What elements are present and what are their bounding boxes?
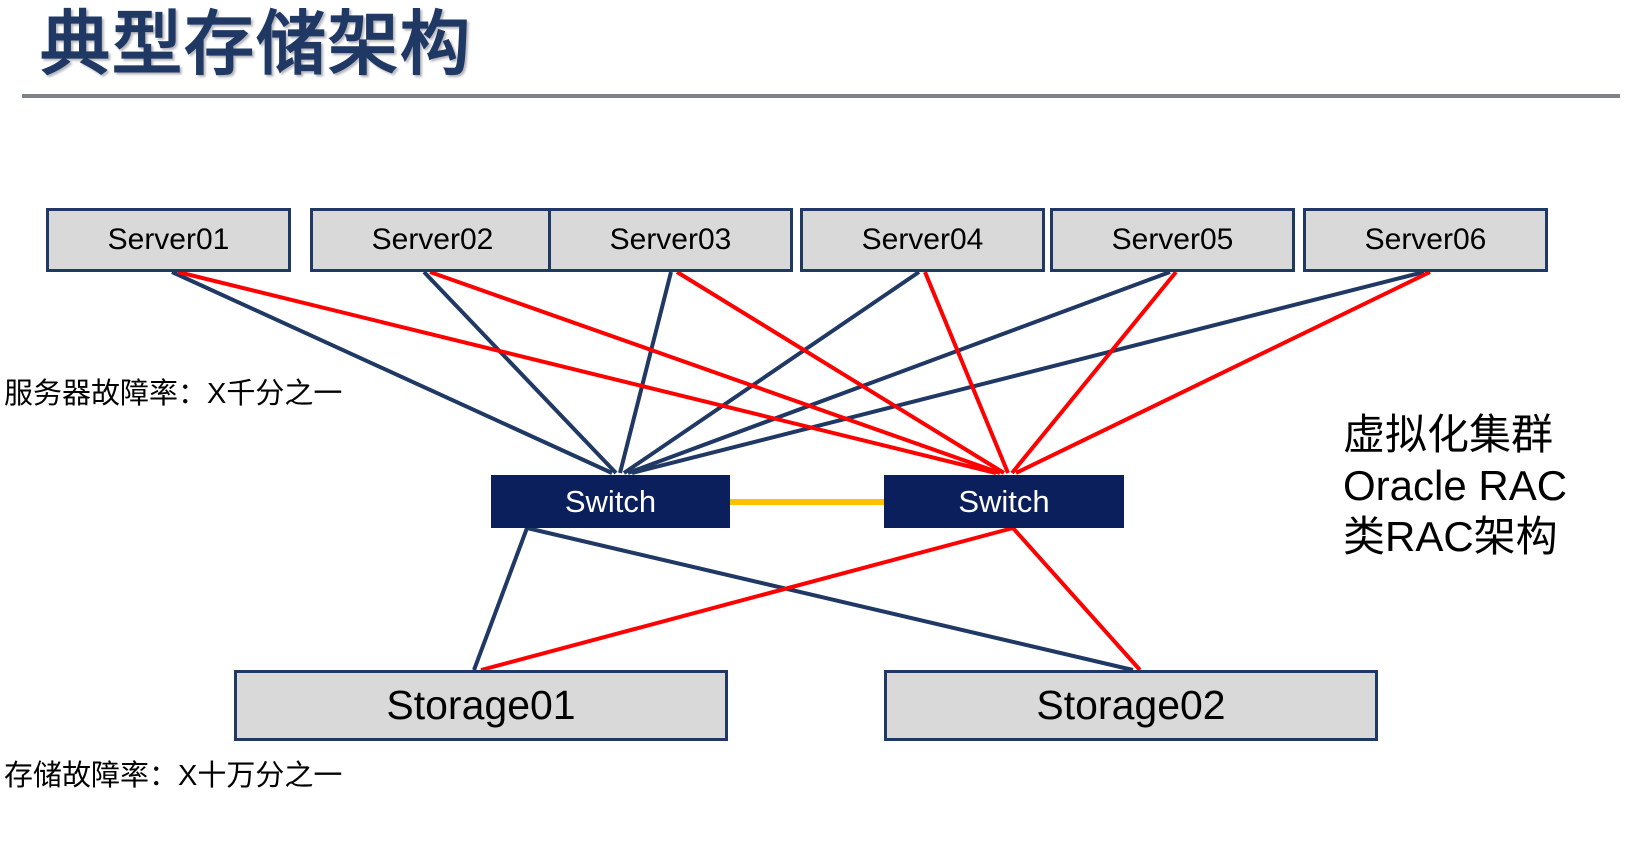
- node-switch-right[interactable]: Switch: [884, 475, 1124, 528]
- node-switch-left[interactable]: Switch: [491, 475, 730, 528]
- cluster-note-line-2: Oracle RAC: [1343, 462, 1568, 509]
- node-server01[interactable]: Server01: [46, 208, 291, 272]
- node-server04[interactable]: Server04: [800, 208, 1045, 272]
- node-server03[interactable]: Server03: [548, 208, 793, 272]
- node-server05[interactable]: Server05: [1050, 208, 1295, 272]
- link-server02-to-switch-right: [429, 270, 1001, 475]
- node-label: Storage02: [1036, 682, 1226, 728]
- link-switch-left-to-storage02: [526, 526, 1134, 672]
- link-server05-to-switch-left: [627, 270, 1171, 475]
- node-label: Server06: [1364, 223, 1487, 256]
- node-server06[interactable]: Server06: [1303, 208, 1548, 272]
- node-label: Switch: [564, 483, 657, 519]
- link-server01-to-switch-left: [171, 270, 613, 475]
- cluster-note-line-3: 类RAC架构: [1343, 513, 1558, 560]
- node-storage02[interactable]: Storage02: [884, 670, 1378, 741]
- node-label: Storage01: [386, 682, 576, 728]
- server-failure-rate-note: 服务器故障率：X千分之一: [4, 378, 343, 410]
- node-label: Server02: [371, 223, 494, 256]
- node-server02[interactable]: Server02: [310, 208, 555, 272]
- node-label: Server01: [107, 223, 230, 256]
- link-server06-to-switch-right: [1015, 270, 1431, 475]
- cluster-note-line-1: 虚拟化集群: [1343, 411, 1554, 458]
- link-server04-to-switch-left: [622, 270, 921, 475]
- cluster-note: 虚拟化集群 Oracle RAC 类RAC架构: [1343, 409, 1567, 562]
- link-switch-left-to-storage01: [472, 527, 529, 671]
- title-divider: [22, 94, 1620, 98]
- node-storage01[interactable]: Storage01: [234, 670, 728, 741]
- node-label: Switch: [958, 483, 1050, 519]
- link-server01-to-switch-right: [177, 270, 997, 475]
- node-label: Server05: [1111, 223, 1234, 256]
- node-label: Server03: [609, 223, 732, 256]
- link-server02-to-switch-left: [422, 270, 618, 475]
- link-switch-right-to-storage02: [1011, 526, 1142, 672]
- link-server03-to-switch-right: [675, 270, 1006, 475]
- link-server03-to-switch-left: [618, 271, 673, 474]
- page-title: 典型存储架构: [40, 5, 472, 83]
- node-label: Server04: [861, 223, 984, 256]
- link-server05-to-switch-right: [1010, 270, 1178, 475]
- link-server04-to-switch-right: [923, 271, 1010, 474]
- storage-failure-rate-note: 存储故障率：X十万分之一: [4, 760, 343, 792]
- link-switch-right-to-storage01: [480, 526, 1014, 672]
- link-server06-to-switch-left: [631, 270, 1425, 475]
